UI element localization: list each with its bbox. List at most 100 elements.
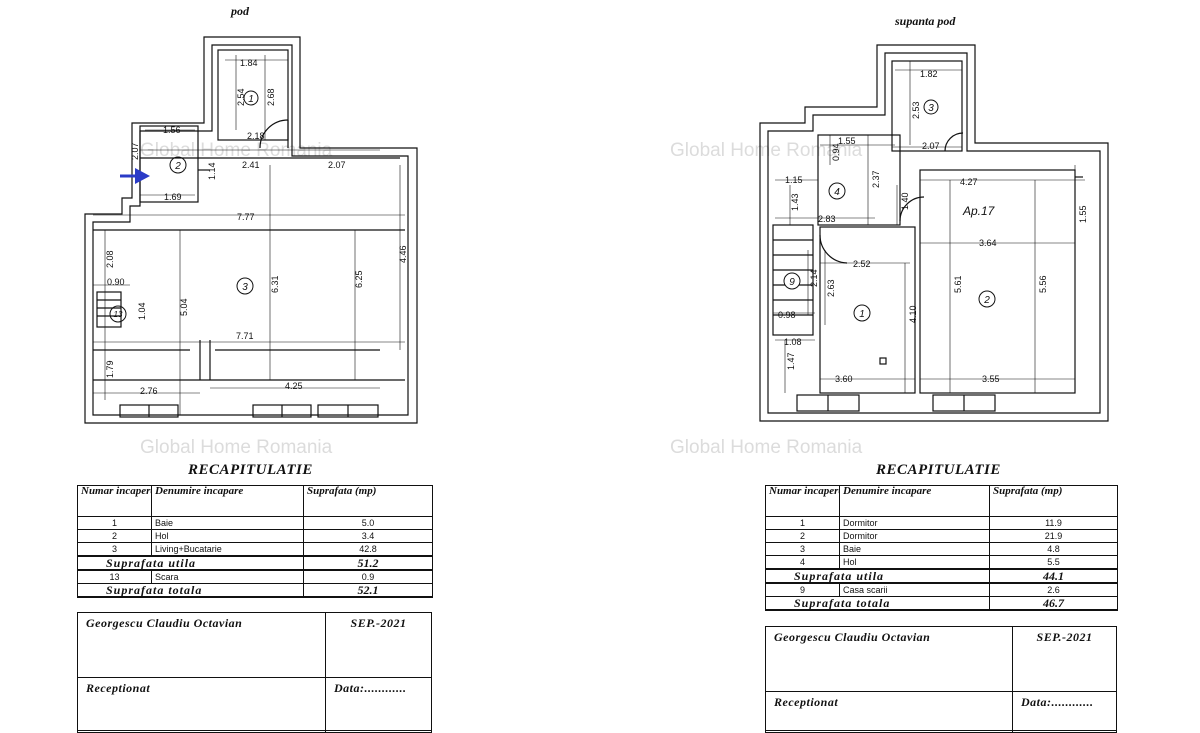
dimension-label: 6.31 — [270, 275, 280, 293]
dimension-label: 4.10 — [908, 305, 918, 323]
dimension-label: 1.84 — [240, 58, 258, 68]
dimension-label: 2.08 — [105, 250, 115, 268]
room-area-cell: 0.9 — [303, 569, 433, 584]
dimension-label: 1.04 — [137, 302, 147, 320]
dimension-label: 2.76 — [140, 386, 158, 396]
author-name: Georgescu Claudiu Octavian — [77, 612, 326, 678]
dimension-label: 2.83 — [818, 214, 836, 224]
dimension-label: 3.60 — [835, 374, 853, 384]
room-name-cell: Baie — [151, 516, 304, 530]
dimension-label: 5.56 — [1038, 275, 1048, 293]
room-area-cell: 21.9 — [989, 529, 1118, 543]
dimension-label: 1.55 — [1078, 205, 1088, 223]
room-area-cell: 5.5 — [989, 555, 1118, 570]
room-name-cell: Dormitor — [839, 516, 990, 530]
dimension-label: 1.82 — [920, 69, 938, 79]
dimension-label: 0.90 — [107, 277, 125, 287]
plan-title-supanta-pod: supanta pod — [895, 14, 956, 28]
dimension-label: 2.07 — [328, 160, 346, 170]
room-number-cell: 9 — [765, 582, 840, 597]
watermark: Global Home Romania — [670, 437, 863, 458]
dimension-label: 2.68 — [266, 88, 276, 106]
room-number-cell: 3 — [77, 542, 152, 557]
signature-block-right: Georgescu Claudiu Octavian SEP.-2021 Rec… — [765, 626, 1117, 733]
data-field: Data:............ — [325, 677, 432, 733]
column-header: Numar incapere — [77, 485, 152, 517]
dimension-label: 2.52 — [853, 259, 871, 269]
room-number: 1 — [248, 94, 254, 105]
room-area-cell: 3.4 — [303, 529, 433, 543]
room-number: 4 — [834, 187, 840, 198]
dimension-label: 2.53 — [911, 101, 921, 119]
dimension-label: 2.07 — [130, 142, 140, 160]
dimension-label: 3.55 — [982, 374, 1000, 384]
util-value: 44.1 — [989, 568, 1118, 584]
room-name-cell: Casa scarii — [839, 582, 990, 597]
table-row: 3 Baie 4.8 — [765, 542, 1118, 556]
dimension-label: 4.25 — [285, 381, 303, 391]
dimension-label: 1.69 — [164, 192, 182, 202]
date-value: SEP.-2021 — [1012, 626, 1117, 692]
dimension-label: 6.25 — [354, 270, 364, 288]
room-area-cell: 11.9 — [989, 516, 1118, 530]
total-label: Suprafata totala — [77, 583, 304, 598]
column-header: Denumire incapare — [839, 485, 990, 517]
table-row: 9 Casa scarii 2.6 — [765, 582, 1118, 597]
room-name-cell: Baie — [839, 542, 990, 556]
room-number-cell: 3 — [765, 542, 840, 556]
util-row: Suprafata utila 51.2 — [77, 555, 433, 571]
total-value: 46.7 — [989, 596, 1118, 611]
dimension-label: 1.14 — [207, 162, 217, 180]
floor-plan-left: 1.84 2.54 2.68 1.56 2.18 2.07 2.41 2.07 … — [84, 36, 418, 424]
column-header: Denumire incapare — [151, 485, 304, 517]
author-name: Georgescu Claudiu Octavian — [765, 626, 1013, 692]
room-number: 2 — [983, 295, 990, 306]
table-row: 1 Dormitor 11.9 — [765, 516, 1118, 530]
dimension-label: 2.14 — [809, 269, 819, 287]
dimension-label: 2.07 — [922, 141, 940, 151]
received-label: Receptionat — [765, 691, 1013, 733]
util-label: Suprafata utila — [77, 555, 304, 571]
dimension-label: 0.98 — [778, 310, 796, 320]
dimension-label: 2.54 — [236, 88, 246, 106]
total-row: Suprafata totala 52.1 — [77, 583, 433, 598]
dimension-label: 1.55 — [838, 136, 856, 146]
dimension-label: 2.41 — [242, 160, 260, 170]
room-area-cell: 4.8 — [989, 542, 1118, 556]
room-name-cell: Hol — [151, 529, 304, 543]
room-number: 1 — [859, 309, 865, 320]
room-area-cell: 2.6 — [989, 582, 1118, 597]
apartment-label: Ap.17 — [962, 204, 996, 218]
room-number-cell: 2 — [77, 529, 152, 543]
room-number-cell: 2 — [765, 529, 840, 543]
room-number-cell: 1 — [765, 516, 840, 530]
dimension-label: 2.63 — [826, 279, 836, 297]
column-header: Suprafata (mp) — [989, 485, 1118, 517]
room-area-cell: 42.8 — [303, 542, 433, 557]
data-field: Data:............ — [1012, 691, 1117, 733]
dimension-label: 3.64 — [979, 238, 997, 248]
room-name-cell: Scara — [151, 569, 304, 584]
room-number-cell: 4 — [765, 555, 840, 570]
floor-plan-right: 1.82 2.53 2.07 1.55 0.94 1.15 2.37 1.40 … — [759, 44, 1109, 422]
util-value: 51.2 — [303, 555, 433, 571]
dimension-label: 5.61 — [953, 275, 963, 293]
plan-title-pod: pod — [231, 4, 249, 18]
table-row: 2 Dormitor 21.9 — [765, 529, 1118, 543]
room-number: 3 — [928, 103, 934, 114]
room-number-cell: 13 — [77, 569, 152, 584]
room-number: 2 — [174, 161, 181, 172]
room-number-cell: 1 — [77, 516, 152, 530]
dimension-label: 1.79 — [105, 360, 115, 378]
room-number: 3 — [242, 282, 248, 293]
dimension-label: 7.71 — [236, 331, 254, 341]
table-row: 2 Hol 3.4 — [77, 529, 433, 543]
table-row: 1 Baie 5.0 — [77, 516, 433, 530]
room-name-cell: Living+Bucatarie — [151, 542, 304, 557]
column-header: Numar incapere — [765, 485, 840, 517]
dimension-label: 1.56 — [163, 125, 181, 135]
total-value: 52.1 — [303, 583, 433, 598]
recap-table-left: Numar incapere Denumire incapare Suprafa… — [77, 485, 433, 598]
dimension-label: 2.37 — [871, 170, 881, 188]
total-label: Suprafata totala — [765, 596, 990, 611]
